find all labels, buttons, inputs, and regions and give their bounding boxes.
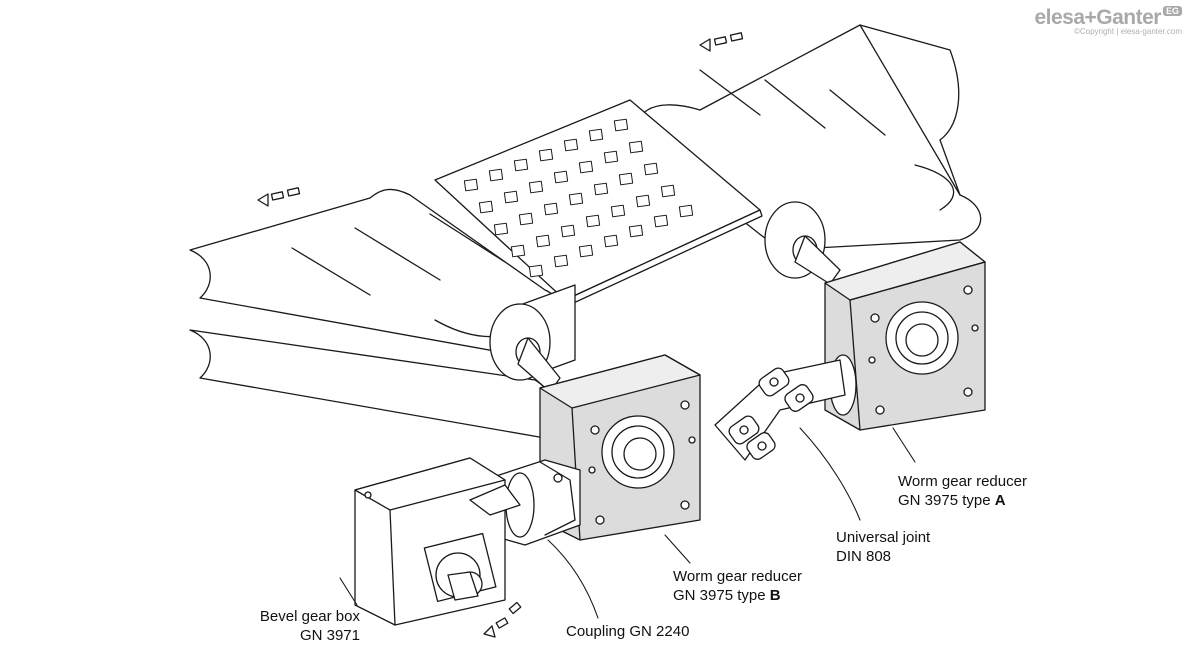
- right-roller: [764, 201, 841, 285]
- label-bevel-gear-box-line1: Bevel gear box: [259, 608, 360, 625]
- leader-worm-gear-b: [664, 534, 691, 564]
- left-roller: [489, 284, 576, 393]
- leader-bevel-gear-box: [339, 577, 358, 606]
- label-worm-gear-reducer-b: Worm gear reducer GN 3975 type B: [673, 567, 802, 605]
- label-worm-gear-a-type: A: [994, 492, 1006, 509]
- perforated-plate: [434, 99, 763, 307]
- coupling: [489, 459, 581, 546]
- left-conveyor-belt: [189, 188, 565, 439]
- logo-copyright: ©Copyright | elesa-ganter.com: [1073, 27, 1182, 36]
- worm-gear-reducer-a: [824, 241, 986, 431]
- label-universal-joint: Universal joint DIN 808: [836, 528, 930, 566]
- bevel-gear-box: [354, 457, 521, 626]
- label-coupling-line1: Coupling GN 2240: [566, 623, 690, 640]
- label-bevel-gear-box-line2: GN 3971: [299, 627, 360, 644]
- label-worm-gear-b-type: B: [769, 587, 781, 604]
- leader-lines: [339, 427, 916, 619]
- leader-coupling: [547, 539, 599, 619]
- label-bevel-gear-box: Bevel gear box GN 3971: [230, 607, 360, 645]
- label-worm-gear-a-line1: Worm gear reducer: [898, 473, 1027, 490]
- logo-badge: EG: [1162, 6, 1182, 16]
- label-worm-gear-a-line2: GN 3975 type: [898, 492, 995, 509]
- label-worm-gear-b-line2: GN 3975 type: [673, 587, 770, 604]
- leader-worm-gear-a: [892, 427, 916, 463]
- leader-universal-joint: [799, 427, 861, 521]
- label-universal-joint-line2: DIN 808: [836, 548, 892, 565]
- label-worm-gear-b-line1: Worm gear reducer: [673, 568, 802, 585]
- direction-arrow-left: [257, 187, 301, 207]
- direction-arrow-top: [699, 32, 744, 52]
- label-coupling: Coupling GN 2240: [566, 622, 689, 641]
- label-universal-joint-line1: Universal joint: [836, 529, 931, 546]
- logo-brand-text: elesa+Ganter: [1034, 6, 1161, 29]
- plate-holes: [463, 118, 694, 278]
- direction-arrow-bottom: [483, 601, 522, 638]
- universal-joint: [714, 359, 846, 461]
- label-worm-gear-reducer-a: Worm gear reducer GN 3975 type A: [898, 472, 1027, 510]
